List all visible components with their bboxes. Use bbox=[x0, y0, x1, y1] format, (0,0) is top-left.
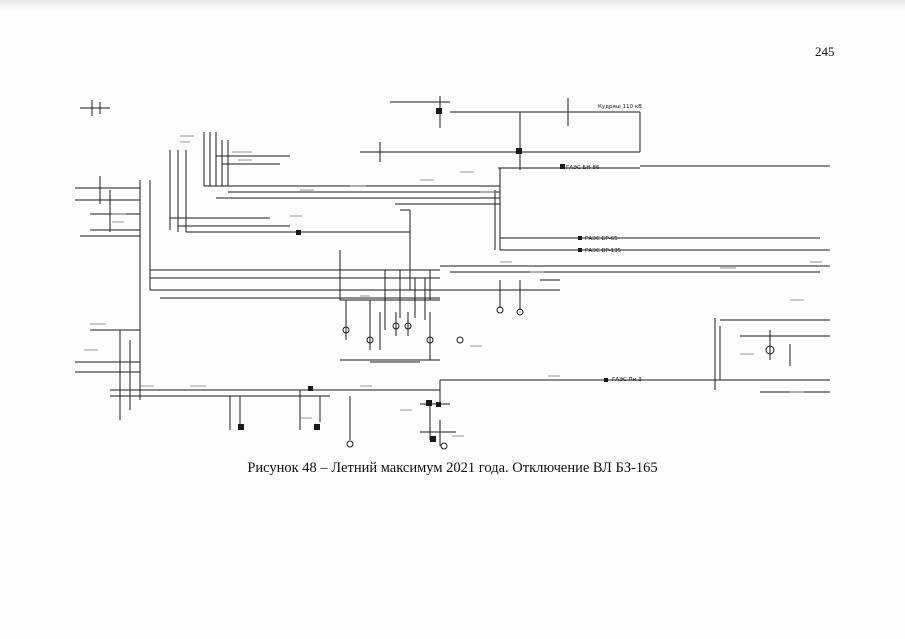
line-label-3: ГАЭС ВР-135 bbox=[585, 248, 622, 254]
single-line-diagram: Кудряш 110 кВ ГАЭС БН-86 ГАЭС БР-65 ГАЭС… bbox=[75, 96, 830, 450]
line-label-2: ГАЭС БР-65 bbox=[585, 236, 618, 242]
line-label-4: ГАЭС Пн-3 bbox=[612, 377, 642, 383]
page-number: 245 bbox=[815, 44, 835, 59]
figure-caption: Рисунок 48 – Летний максимум 2021 года. … bbox=[247, 460, 658, 476]
line-label-1: ГАЭС БН-86 bbox=[566, 165, 600, 171]
scan-edge bbox=[0, 0, 905, 10]
substation-label: Кудряш 110 кВ bbox=[598, 104, 642, 110]
